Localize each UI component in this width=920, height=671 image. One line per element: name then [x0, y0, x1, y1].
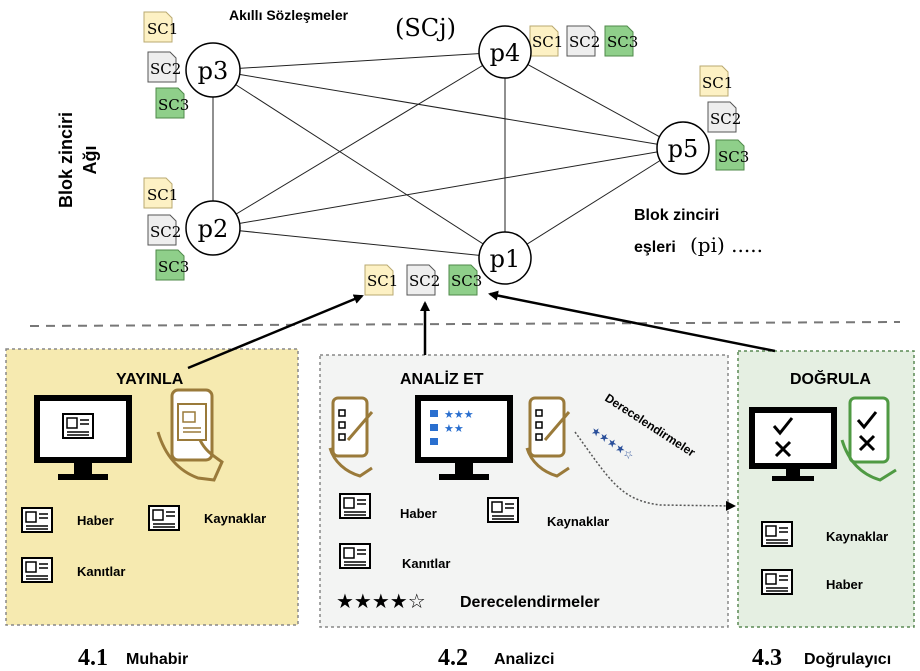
section-divider	[29, 321, 901, 327]
sc1-label: SC1	[147, 186, 178, 204]
network-edges	[212, 51, 681, 259]
peer-label: p4	[490, 39, 521, 67]
contracts-p5: SC1 SC2 SC3	[699, 65, 749, 171]
news-icon	[339, 543, 371, 569]
contracts-p3: SC1 SC2 SC3	[143, 11, 189, 119]
verifier-arrow	[488, 290, 776, 353]
peer-label: p2	[198, 215, 229, 243]
network-title-line2: Ağı	[80, 146, 100, 175]
sc2-label: SC2	[710, 110, 741, 128]
smart-contracts-label: Akıllı Sözleşmeler	[229, 7, 349, 23]
phone-verify-icon	[840, 396, 897, 482]
network-title: Blok zinciri Ağı	[56, 112, 100, 208]
analyst-item-haber: Haber	[400, 506, 437, 521]
edge-p2-p1	[212, 227, 506, 259]
news-icon	[21, 557, 53, 583]
analyst-panel	[319, 354, 729, 628]
reporter-arrow	[187, 294, 364, 370]
edge-p3-p5	[212, 69, 681, 149]
contracts-p1: SC1 SC2 SC3	[364, 264, 482, 296]
verifier-section-number: 4.3	[752, 645, 782, 671]
peer-node-p5: p5	[656, 121, 710, 175]
sc1-label: SC1	[367, 272, 398, 290]
svg-text:★★★: ★★★	[444, 408, 474, 421]
verifier-item-kaynaklar: Kaynaklar	[826, 529, 888, 544]
sc2-label: SC2	[569, 33, 600, 51]
network-title-line1: Blok zinciri	[56, 112, 76, 208]
peer-label: p1	[490, 245, 521, 273]
analyst-section-number: 4.2	[438, 645, 468, 671]
sc2-label: SC2	[409, 272, 440, 290]
analyst-item-kanitlar: Kanıtlar	[402, 556, 450, 571]
svg-text:★★: ★★	[444, 422, 464, 435]
news-icon	[761, 569, 793, 595]
phone-news-icon	[156, 388, 224, 482]
news-icon	[148, 505, 180, 531]
edge-p4-p5	[504, 51, 681, 149]
peer-node-p1: p1	[478, 231, 532, 285]
peer-label: p3	[198, 57, 229, 85]
news-icon	[487, 497, 519, 523]
peer-node-p2: p2	[185, 200, 241, 256]
contracts-p4: SC1 SC2 SC3	[529, 25, 638, 57]
peers-symbol: (pi) .....	[690, 233, 763, 257]
news-icon	[339, 493, 371, 519]
verifier-role: Doğrulayıcı	[804, 651, 891, 668]
reporter-panel	[5, 348, 299, 626]
edge-p4-p2	[212, 51, 506, 229]
sc3-label: SC3	[158, 96, 189, 114]
contracts-p2: SC1 SC2 SC3	[143, 177, 189, 281]
sc3-label: SC3	[607, 33, 638, 51]
reporter-item-kaynaklar: Kaynaklar	[204, 511, 266, 526]
analyst-role: Analizci	[494, 651, 554, 668]
sc3-label: SC3	[718, 148, 749, 166]
peers-label-line1: Blok zinciri	[634, 207, 719, 224]
sc2-label: SC2	[150, 223, 181, 241]
monitor-news-icon	[34, 395, 132, 480]
sc2-label: SC2	[150, 60, 181, 78]
sc1-label: SC1	[702, 74, 733, 92]
sc1-label: SC1	[532, 33, 563, 51]
sc3-label: SC3	[451, 272, 482, 290]
verifier-item-haber: Haber	[826, 577, 863, 592]
verifier-action-title: DOĞRULA	[790, 369, 871, 388]
monitor-rating-icon: ★★★ ★★	[415, 395, 513, 480]
reporter-item-kanitlar: Kanıtlar	[77, 564, 125, 579]
peers-label-line2: eşleri	[634, 239, 676, 256]
reporter-action-title: YAYINLA	[116, 371, 184, 388]
smart-contracts-symbol: (SCj)	[395, 14, 456, 42]
news-icon	[21, 507, 53, 533]
reporter-item-haber: Haber	[77, 513, 114, 528]
analyst-action-title: ANALİZ ET	[400, 370, 484, 388]
sc1-label: SC1	[147, 20, 178, 38]
rating-dotted-arrow	[574, 431, 736, 511]
edge-p5-p1	[504, 147, 681, 259]
news-icon	[761, 521, 793, 547]
edge-p3-p4	[212, 51, 506, 71]
phone-checklist-icon	[525, 396, 571, 478]
ratings-label: Derecelendirmeler	[460, 594, 600, 611]
peer-node-p4: p4	[478, 25, 532, 79]
reporter-role: Muhabir	[126, 651, 188, 668]
peer-node-p3: p3	[185, 42, 241, 98]
rating-stars: ★★★★☆	[336, 589, 426, 613]
edge-p5-p2	[212, 147, 681, 229]
phone-checklist-icon	[328, 396, 374, 478]
edge-p3-p1	[212, 69, 506, 259]
sc3-label: SC3	[158, 258, 189, 276]
analyst-item-kaynaklar: Kaynaklar	[547, 514, 609, 529]
monitor-verify-icon	[749, 407, 837, 481]
peer-nodes: p3 p4 p5 p2 p1	[185, 25, 710, 285]
peer-label: p5	[668, 135, 699, 163]
reporter-section-number: 4.1	[78, 645, 108, 671]
